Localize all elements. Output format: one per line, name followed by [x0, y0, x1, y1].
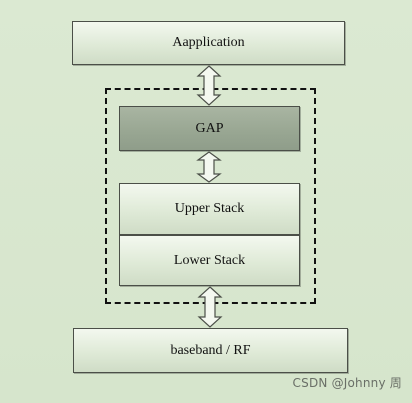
application-layer-label: Aapplication [172, 35, 245, 50]
lower-stack-box: Lower Stack [119, 235, 300, 286]
application-gap-arrow-icon [196, 65, 222, 106]
application-layer-box: Aapplication [72, 21, 345, 65]
lower-stack-baseband-arrow-icon [197, 286, 223, 328]
gap-upper-stack-arrow-icon [196, 151, 222, 183]
csdn-watermark: CSDN @Johnny 周 [292, 376, 402, 390]
upper-stack-label: Upper Stack [174, 201, 245, 216]
upper-stack-box: Upper Stack [119, 183, 300, 235]
lower-stack-label: Lower Stack [173, 252, 246, 268]
baseband-rf-box: baseband / RF [73, 328, 348, 373]
gap-layer-box: GAP [119, 106, 300, 151]
gap-layer-label: GAP [195, 120, 224, 136]
baseband-rf-label: baseband / RF [170, 342, 251, 358]
